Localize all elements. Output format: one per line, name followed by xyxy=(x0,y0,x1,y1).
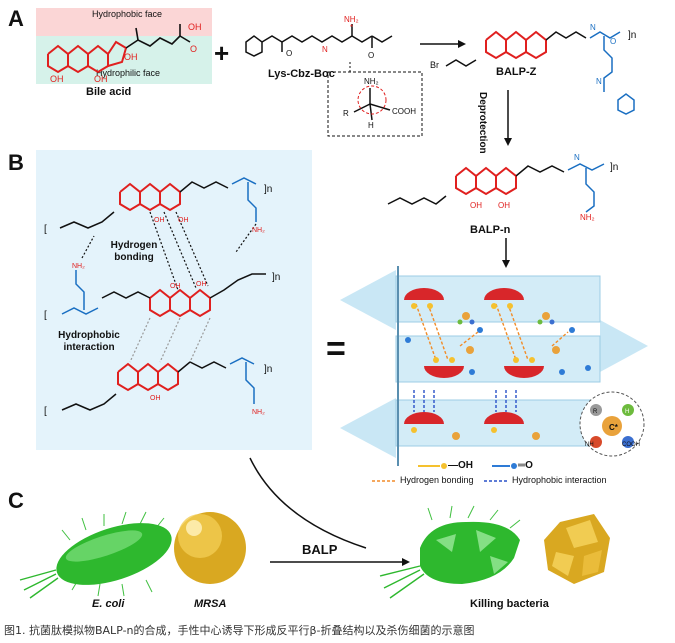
balp-arrow-label: BALP xyxy=(302,542,338,557)
svg-text:R: R xyxy=(343,109,349,118)
svg-text:COOH: COOH xyxy=(622,442,640,448)
balp-z-structure xyxy=(485,30,547,60)
ecoli-label: E. coli xyxy=(92,598,125,610)
svg-text:OH: OH xyxy=(154,217,165,224)
panel-letter-b: B xyxy=(8,150,24,175)
svg-text:[: [ xyxy=(44,224,47,235)
svg-text:OH: OH xyxy=(498,201,510,210)
hydrophilic-face-label: Hydrophilic face xyxy=(96,68,161,78)
hydrophobic-interaction-label: Hydrophobic interaction xyxy=(58,330,120,353)
svg-text:COOH: COOH xyxy=(392,107,416,116)
svg-text:]n: ]n xyxy=(628,30,636,41)
mrsa-label: MRSA xyxy=(194,598,227,610)
svg-text:[: [ xyxy=(44,406,47,417)
panel-letter-a: A xyxy=(8,6,24,31)
figure: A Hydrophobic face Hydrophilic face OH O… xyxy=(8,6,648,610)
hydrophilic-band xyxy=(36,36,212,84)
svg-text:N: N xyxy=(590,23,596,32)
bile-acid-structure xyxy=(47,40,128,74)
svg-text:N: N xyxy=(322,45,328,54)
svg-text:[: [ xyxy=(44,310,47,321)
deprotection-label: Deprotection xyxy=(477,92,488,154)
svg-text:N: N xyxy=(574,153,580,162)
balp-z-label: BALP-Z xyxy=(496,66,537,78)
svg-text:N: N xyxy=(596,77,602,86)
legend-co-label: ═O xyxy=(518,460,533,471)
svg-text:O: O xyxy=(610,37,616,46)
svg-text:OH: OH xyxy=(170,283,181,290)
hydrophobic-band xyxy=(36,8,212,36)
panel-letter-c: C xyxy=(8,488,24,513)
svg-text:OH: OH xyxy=(50,74,64,84)
hydrophobic-face-label: Hydrophobic face xyxy=(92,9,163,19)
bile-acid-label: Bile acid xyxy=(86,86,132,98)
svg-text:NH₂: NH₂ xyxy=(580,213,595,222)
plus-sign: + xyxy=(214,38,229,68)
sheet-legend xyxy=(372,463,517,482)
svg-text:Br: Br xyxy=(430,60,439,70)
svg-text:*: * xyxy=(350,23,353,32)
svg-text:]n: ]n xyxy=(272,272,280,283)
svg-text:H: H xyxy=(625,409,629,415)
killed-ecoli xyxy=(379,505,521,599)
svg-text:C*: C* xyxy=(609,423,619,432)
balp-n-label: BALP-n xyxy=(470,224,511,236)
beta-sheet-illustration: C* R H NH COOH xyxy=(340,266,648,466)
svg-text:OH: OH xyxy=(470,201,482,210)
equals-sign: = xyxy=(326,330,346,368)
svg-text:OH: OH xyxy=(124,52,138,62)
scheme-drawing: OH O OH OH OH + O N NH₂ O * NH₂ xyxy=(19,15,648,599)
svg-text:H: H xyxy=(368,121,374,130)
svg-text:OH: OH xyxy=(150,395,161,402)
svg-text:OH: OH xyxy=(188,22,202,32)
svg-text:R: R xyxy=(593,409,598,415)
chiral-center-inset xyxy=(327,71,423,137)
svg-text:OH: OH xyxy=(94,74,108,84)
svg-text:OH: OH xyxy=(196,281,207,288)
legend-oh-label: —OH xyxy=(448,460,473,471)
panel-b-box xyxy=(36,150,312,450)
svg-text:OH: OH xyxy=(178,217,189,224)
svg-text:NH₂: NH₂ xyxy=(252,409,265,416)
balp-n-structure xyxy=(455,166,517,196)
svg-text:NH₂: NH₂ xyxy=(252,227,265,234)
svg-text:]n: ]n xyxy=(610,162,618,173)
svg-text:O: O xyxy=(368,51,374,60)
lys-cbz-boc-structure xyxy=(245,24,393,57)
svg-text:O: O xyxy=(190,44,197,54)
killed-mrsa xyxy=(544,514,610,584)
svg-text:NH: NH xyxy=(585,442,594,448)
legend-hbond-label: Hydrogen bonding xyxy=(400,475,474,485)
mrsa-bacterium xyxy=(174,512,246,584)
hydrogen-bonding-label: Hydrogen bonding xyxy=(110,240,158,263)
ecoli-bacterium xyxy=(19,511,172,599)
legend-hydrophobic-label: Hydrophobic interaction xyxy=(512,475,607,485)
svg-text:O: O xyxy=(286,49,292,58)
svg-text:NH₂: NH₂ xyxy=(344,15,359,24)
figure-caption: 图1. 抗菌肽模拟物BALP-n的合成，手性中心诱导下形成反平行β-折叠结构以及… xyxy=(4,624,475,637)
svg-text:NH₂: NH₂ xyxy=(72,263,85,270)
svg-text:]n: ]n xyxy=(264,184,272,195)
svg-text:NH₂: NH₂ xyxy=(364,77,379,86)
killing-bacteria-label: Killing bacteria xyxy=(470,598,549,610)
lys-cbz-boc-label: Lys-Cbz-Boc xyxy=(268,68,335,80)
svg-text:]n: ]n xyxy=(264,364,272,375)
